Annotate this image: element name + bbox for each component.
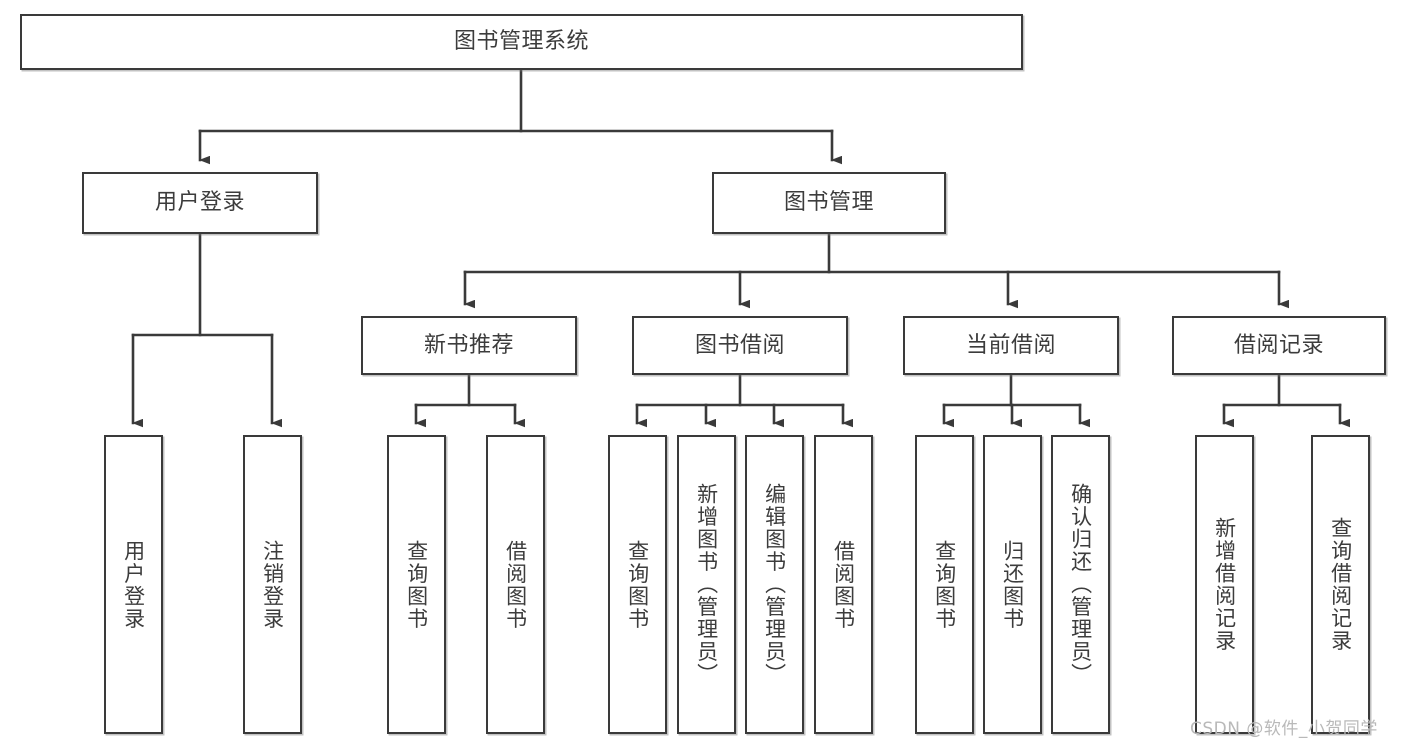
- leaf-query-book-cur-label: 查询图书: [932, 539, 957, 630]
- leaf-borrow-book-rec-label: 借阅图书: [503, 539, 528, 630]
- leaf-user-login[interactable]: 用户登录: [104, 435, 163, 734]
- leaf-user-login-label: 用户登录: [121, 539, 146, 630]
- node-root-label: 图书管理系统: [453, 29, 589, 55]
- leaf-borrow-book-rec[interactable]: 借阅图书: [486, 435, 545, 734]
- leaf-edit-book[interactable]: 编辑图书（管理员）: [745, 435, 804, 734]
- leaf-return-book-label: 归还图书: [1000, 539, 1025, 630]
- node-new-book-rec-label: 新书推荐: [423, 332, 514, 358]
- node-book-mgmt-label: 图书管理: [783, 190, 874, 216]
- leaf-confirm-return-label: 确认归还（管理员）: [1068, 483, 1093, 686]
- leaf-borrow-book-label: 借阅图书: [831, 539, 856, 630]
- leaf-add-record[interactable]: 新增借阅记录: [1195, 435, 1254, 734]
- leaf-add-book[interactable]: 新增图书（管理员）: [677, 435, 736, 734]
- node-user-login[interactable]: 用户登录: [82, 172, 318, 234]
- leaf-query-book-borrow-label: 查询图书: [625, 539, 650, 630]
- leaf-query-book-rec[interactable]: 查询图书: [387, 435, 446, 734]
- leaf-query-record-label: 查询借阅记录: [1328, 517, 1353, 652]
- leaf-query-book-cur[interactable]: 查询图书: [915, 435, 974, 734]
- leaf-borrow-book[interactable]: 借阅图书: [814, 435, 873, 734]
- leaf-return-book[interactable]: 归还图书: [983, 435, 1042, 734]
- node-borrow-record[interactable]: 借阅记录: [1172, 316, 1386, 375]
- leaf-logout[interactable]: 注销登录: [243, 435, 302, 734]
- leaf-confirm-return[interactable]: 确认归还（管理员）: [1051, 435, 1110, 734]
- leaf-query-book-rec-label: 查询图书: [404, 539, 429, 630]
- node-new-book-rec[interactable]: 新书推荐: [361, 316, 577, 375]
- leaf-logout-label: 注销登录: [260, 539, 285, 630]
- leaf-add-record-label: 新增借阅记录: [1212, 517, 1237, 652]
- node-current-borrow-label: 当前借阅: [965, 332, 1056, 358]
- leaf-edit-book-label: 编辑图书（管理员）: [762, 483, 787, 686]
- node-root[interactable]: 图书管理系统: [20, 14, 1023, 70]
- node-borrow-record-label: 借阅记录: [1233, 332, 1324, 358]
- leaf-query-book-borrow[interactable]: 查询图书: [608, 435, 667, 734]
- node-book-mgmt[interactable]: 图书管理: [712, 172, 946, 234]
- node-book-borrow-label: 图书借阅: [694, 332, 785, 358]
- node-user-login-label: 用户登录: [154, 190, 245, 216]
- node-current-borrow[interactable]: 当前借阅: [903, 316, 1119, 375]
- csdn-watermark: CSDN @软件_小贺同学: [1190, 719, 1378, 739]
- leaf-query-record[interactable]: 查询借阅记录: [1311, 435, 1370, 734]
- node-book-borrow[interactable]: 图书借阅: [632, 316, 848, 375]
- leaf-add-book-label: 新增图书（管理员）: [694, 483, 719, 686]
